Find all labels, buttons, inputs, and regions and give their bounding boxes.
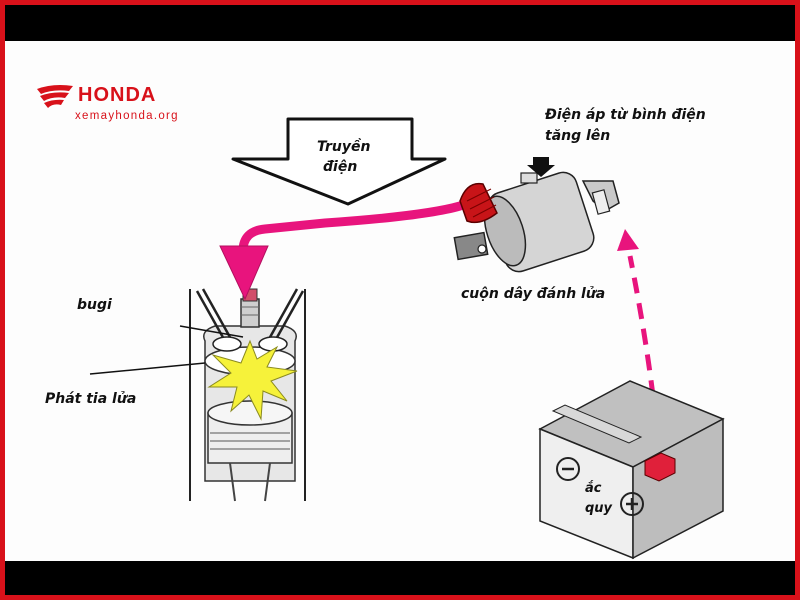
spark-leader-line — [89, 362, 206, 375]
voltage-dashed-arrow — [627, 255, 656, 397]
label-truyen-dien-2: điện — [323, 159, 358, 175]
logo-brand: HONDA — [78, 84, 157, 106]
honda-wing-icon — [37, 85, 73, 108]
arrow-down-icon — [527, 157, 555, 177]
label-truyen-dien-1: Truyền — [317, 139, 371, 155]
spark-icon — [207, 339, 298, 421]
ignition-coil — [453, 171, 620, 273]
plus-icon — [620, 492, 644, 516]
label-phat-tia-lua: Phát tia lửa — [45, 391, 137, 407]
voltage-arrowhead — [617, 229, 639, 251]
red-frame: HONDA xemayhonda.org Truyền điện Điện áp… — [5, 5, 795, 595]
label-ac-quy-1: ắc — [585, 481, 602, 496]
honda-logo[interactable]: HONDA xemayhonda.org — [35, 81, 225, 126]
label-cuon-day: cuộn dây đánh lửa — [461, 286, 606, 302]
minus-icon — [556, 457, 580, 481]
label-bugi: bugi — [77, 297, 112, 313]
bugi-leader-line — [179, 325, 244, 338]
label-dien-ap-2: tăng lên — [545, 128, 611, 144]
label-ac-quy-2: quy — [585, 501, 613, 516]
label-dien-ap-1: Điện áp từ bình điện — [545, 107, 706, 123]
diagram-panel: HONDA xemayhonda.org Truyền điện Điện áp… — [5, 41, 795, 561]
ignition-diagram — [89, 117, 725, 560]
current-flow-arrow — [238, 201, 465, 271]
current-flow-arrowhead — [219, 245, 269, 301]
logo-website: xemayhonda.org — [75, 110, 179, 122]
battery — [538, 380, 725, 560]
arrow-down-icon — [231, 117, 447, 206]
